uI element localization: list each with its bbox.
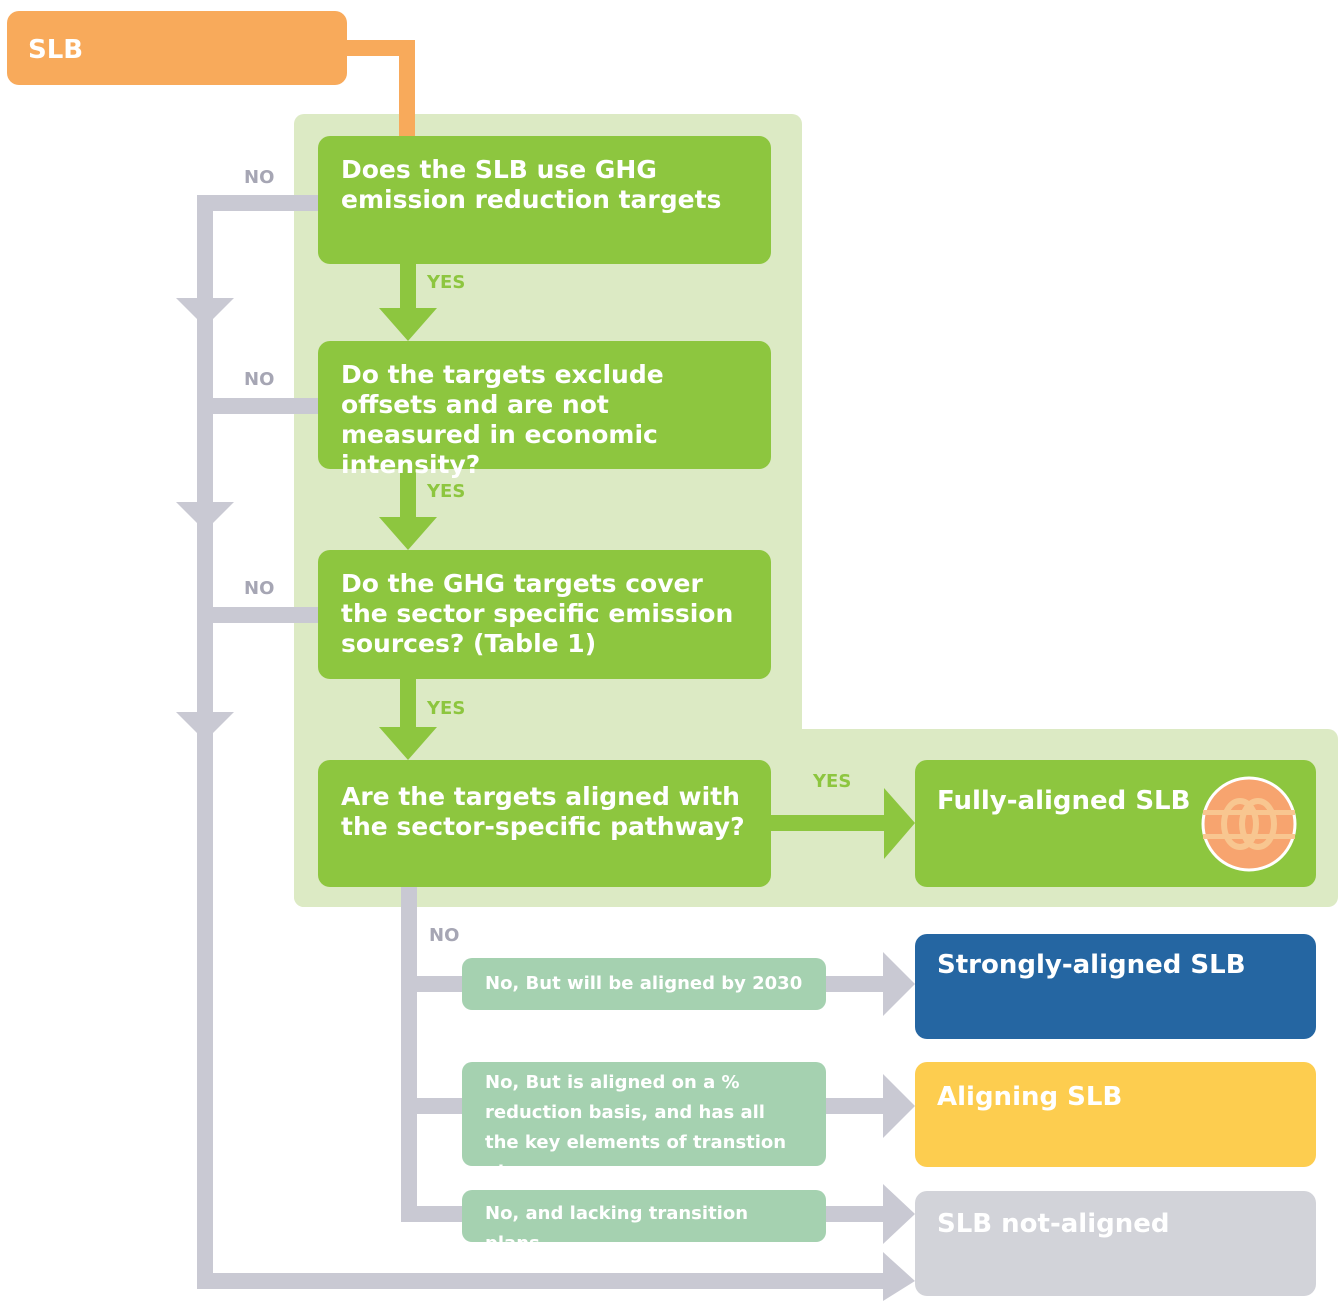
trunk-arrow-3 [176,712,234,741]
no-label-1: NO [244,167,275,188]
start-connector [346,40,415,136]
start-label: SLB [28,35,84,65]
outcome-strongly-aligned: Strongly-aligned SLB [915,934,1316,1039]
yes-label-2: YES [427,481,466,502]
outcome-label: Fully-aligned SLB [937,786,1191,816]
question-sector-pathway: Are the targets aligned with the sector-… [318,760,771,887]
outcome-aligning: Aligning SLB [915,1062,1316,1167]
question-exclude-offsets: Do the targets exclude offsets and are n… [318,341,771,479]
outcome-label: SLB not-aligned [937,1209,1170,1239]
outcome-label: Aligning SLB [937,1082,1123,1112]
trunk-arrows [176,298,234,741]
no-label-2: NO [244,369,275,390]
outcome-arrows [883,952,915,1301]
sub-condition-lacking-plans: No, and lacking transition plans [462,1190,826,1254]
question-text: Are the targets aligned with the sector-… [341,782,745,841]
trunk-arrow-1 [176,298,234,327]
outcome-not-aligned: SLB not-aligned [915,1191,1316,1296]
yes-arrows [379,264,915,859]
question-text: Does the SLB use GHG emission reduction … [341,155,722,214]
no-label-3: NO [244,578,275,599]
outcome-fully-aligned: Fully-aligned SLB [915,760,1316,887]
yes-label-1: YES [427,272,466,293]
sub-condition-percent-basis: No, But is aligned on a % reduction basi… [462,1062,826,1183]
sub-condition-2030: No, But will be aligned by 2030 [462,958,826,1010]
question-ghg-targets: Does the SLB use GHG emission reduction … [318,136,771,264]
interlocking-rings-icon [1201,776,1297,872]
question-text: Do the targets exclude offsets and are n… [341,360,664,479]
question-sector-sources: Do the GHG targets cover the sector spec… [318,550,771,679]
outcome-label: Strongly-aligned SLB [937,950,1246,980]
trunk-arrow-2 [176,502,234,531]
no-label-4: NO [429,925,460,946]
question-text: Do the GHG targets cover the sector spec… [341,569,734,658]
yes-label-4: YES [813,771,852,792]
no-subbranch-lines [401,886,890,1222]
start-node: SLB [7,11,347,85]
no-branch-lines [197,195,890,1289]
yes-label-3: YES [427,698,466,719]
